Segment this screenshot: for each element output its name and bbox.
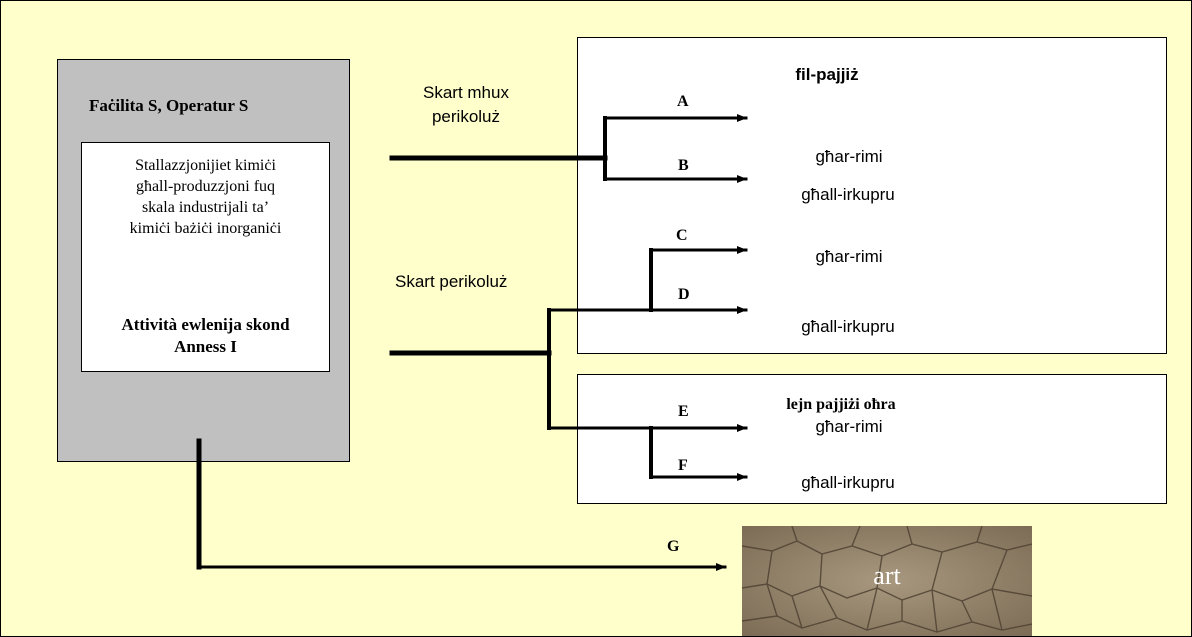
route-label-d: għall-irkupru — [801, 317, 895, 336]
route-letter-f: F — [678, 457, 688, 474]
route-letter-d: D — [678, 286, 690, 303]
description-line-1: Stallazzjonijiet kimiċi — [135, 157, 276, 174]
non-hazardous-line-2: perikoluż — [431, 107, 501, 126]
installation-description: Stallazzjonijiet kimiċi għall-produzzjon… — [81, 155, 330, 239]
route-label-e: għar-rimi — [815, 417, 883, 436]
route-label-a: għar-rimi — [815, 147, 883, 166]
main-activity: Attività ewlenija skond Anness I — [81, 314, 330, 358]
land-label: art — [873, 561, 901, 590]
domestic-box — [577, 37, 1167, 354]
hazardous-waste-label: Skart perikoluż — [395, 272, 508, 291]
route-letter-g: G — [667, 538, 680, 555]
non-hazardous-line-1: Skart mhux — [423, 83, 509, 102]
route-letter-e: E — [678, 403, 689, 420]
operator-title: Faċilita S, Operatur S — [89, 96, 249, 115]
route-letter-a: A — [677, 93, 689, 110]
route-label-f: għall-irkupru — [801, 473, 895, 492]
route-letter-c: C — [676, 227, 688, 244]
non-hazardous-waste-label: Skart mhux perikoluż — [396, 81, 536, 129]
route-letter-b: B — [678, 157, 689, 174]
description-line-4: kimiċi bażiċi inorganiċi — [129, 220, 282, 237]
cracked-earth-texture — [742, 526, 1032, 636]
main-activity-line-2: Anness I — [174, 337, 237, 356]
main-activity-line-1: Attività ewlenija skond — [121, 315, 290, 334]
route-label-b: għall-irkupru — [801, 185, 895, 204]
land-image: art — [742, 526, 1032, 636]
foreign-title: lejn pajjiżi oħra — [786, 396, 896, 413]
installation-description-box — [81, 142, 330, 372]
domestic-title: fil-pajjiż — [795, 65, 859, 84]
foreign-box — [577, 374, 1167, 504]
route-label-c: għar-rimi — [815, 247, 883, 266]
description-line-2: għall-produzzjoni fuq — [135, 178, 276, 195]
description-line-3: skala industrijali ta’ — [141, 199, 270, 216]
